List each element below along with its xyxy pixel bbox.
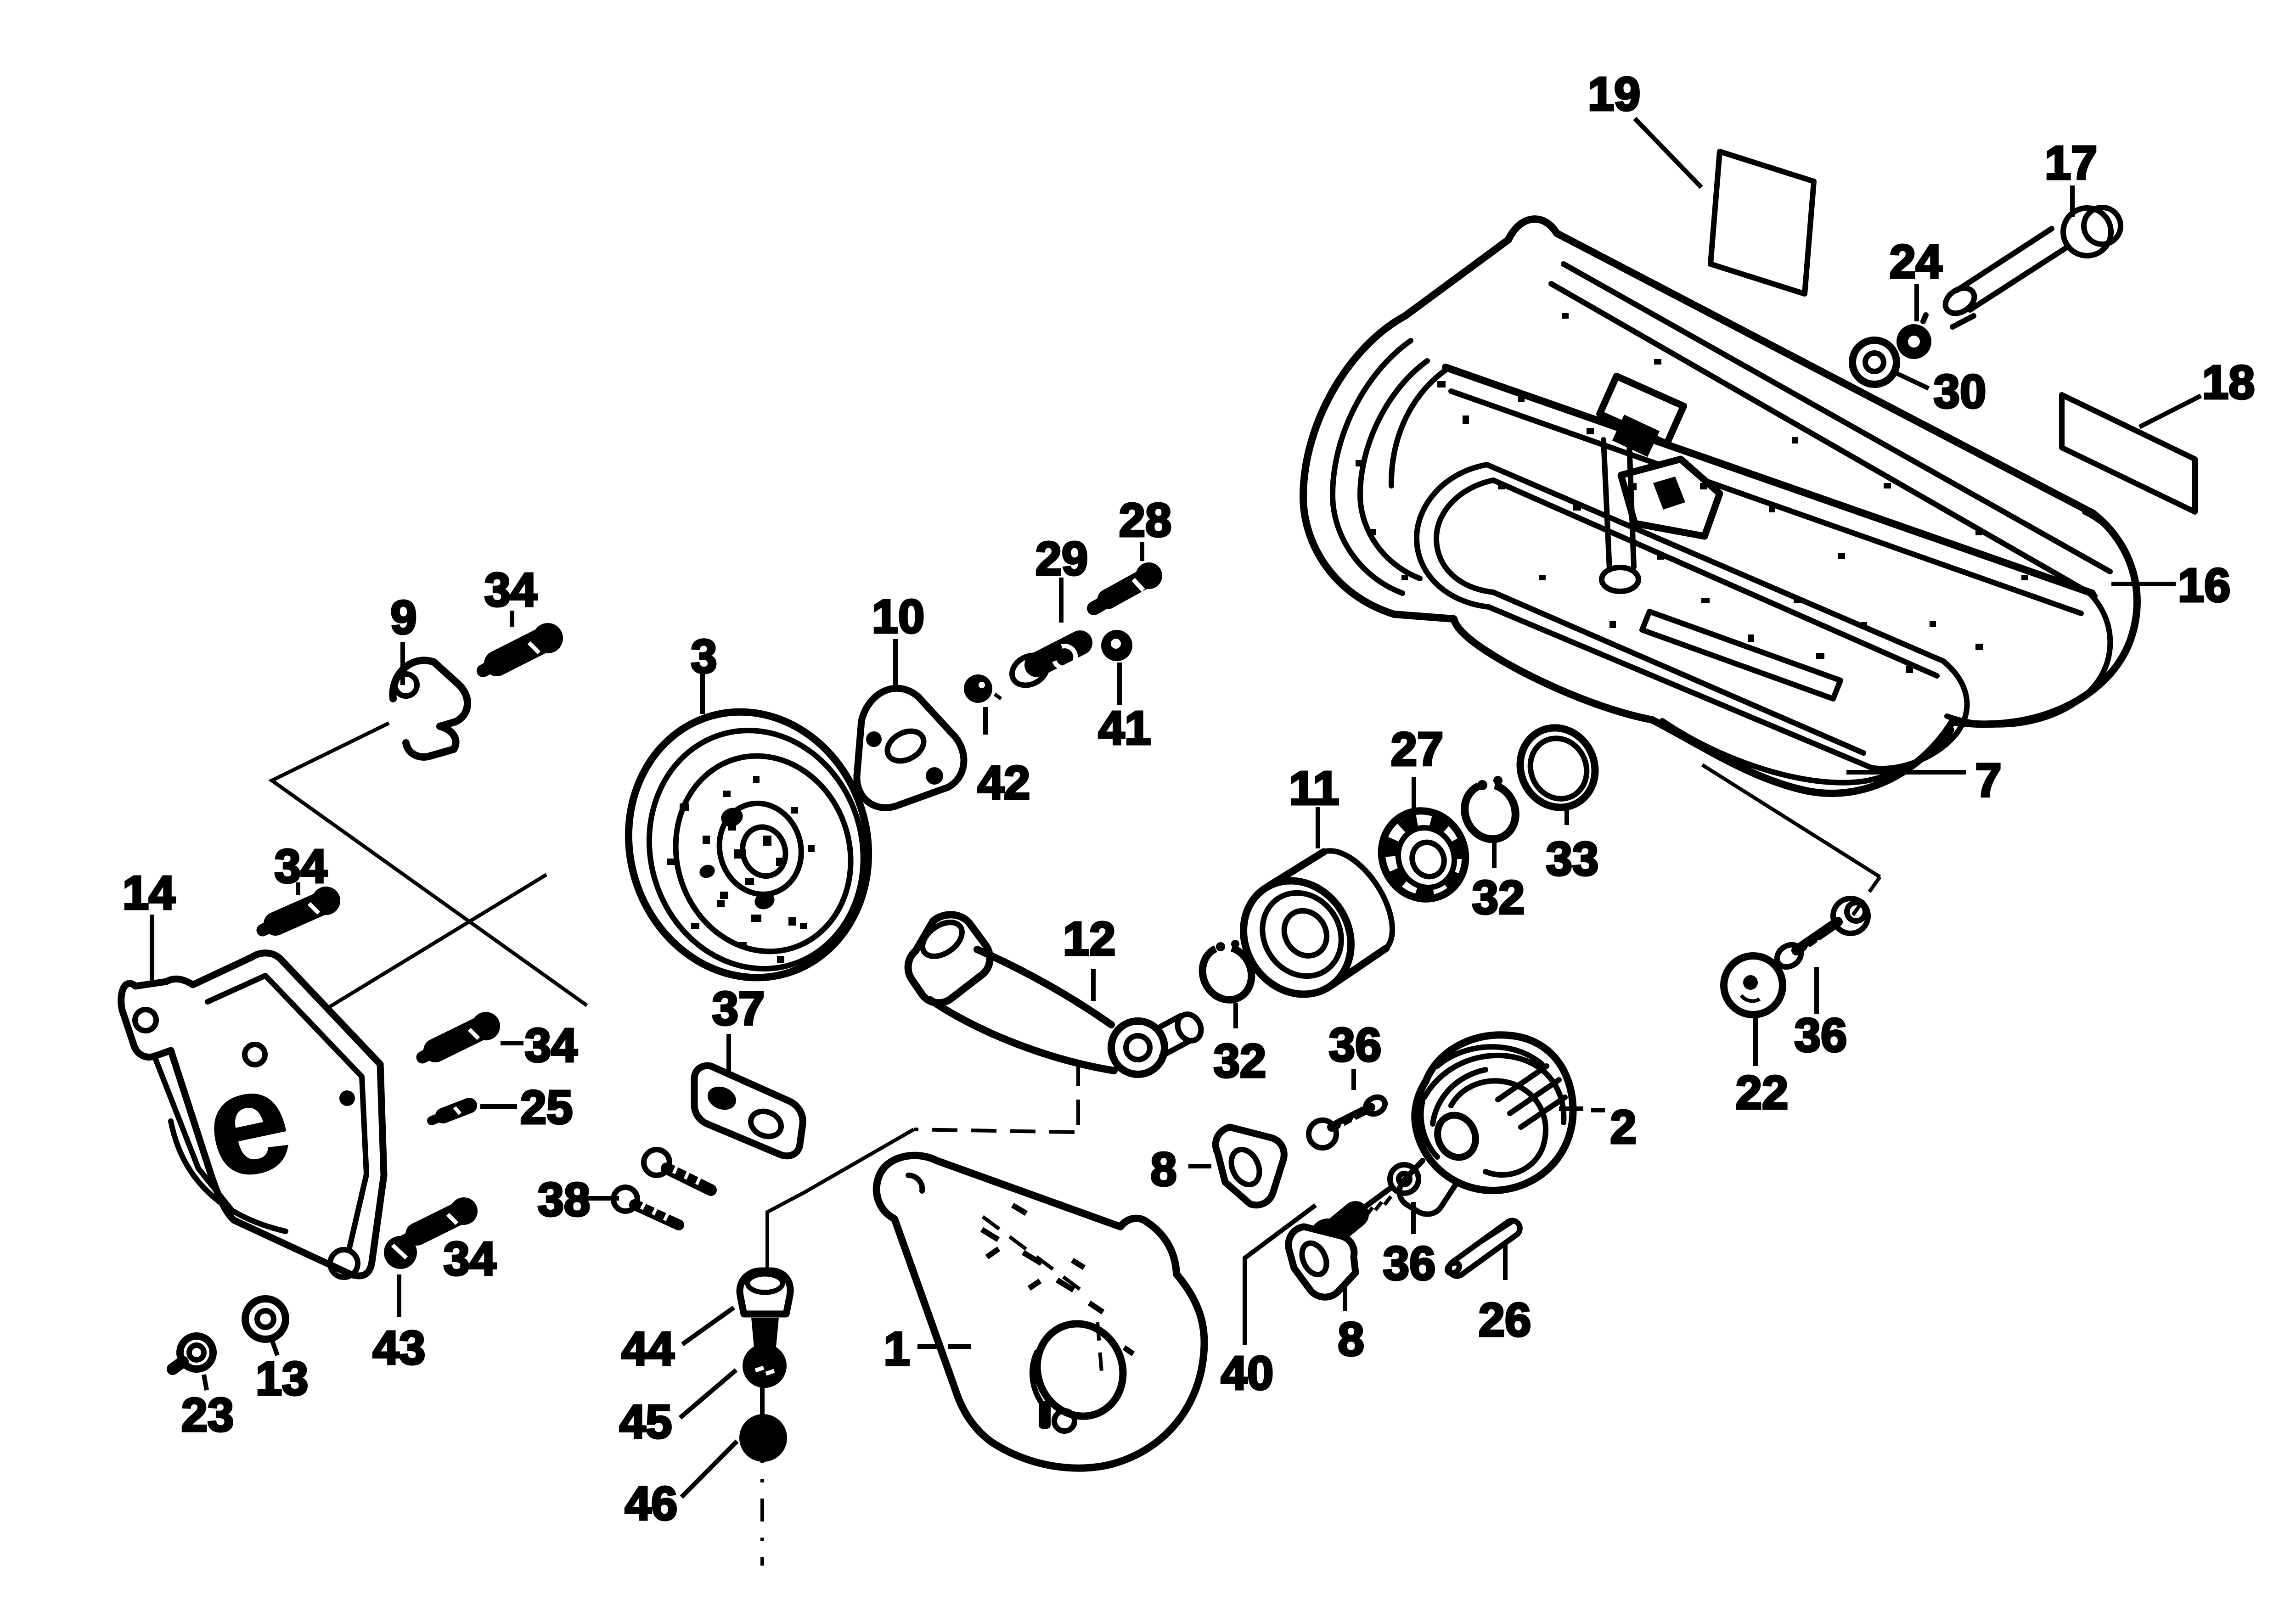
svg-text:27: 27 <box>1391 723 1444 775</box>
svg-text:7: 7 <box>1975 754 2001 807</box>
svg-text:23: 23 <box>181 1388 234 1441</box>
svg-text:13: 13 <box>256 1352 309 1405</box>
svg-text:10: 10 <box>872 590 925 643</box>
svg-text:2: 2 <box>1610 1100 1636 1153</box>
svg-text:26: 26 <box>1479 1293 1531 1346</box>
svg-text:34: 34 <box>275 840 327 893</box>
svg-text:16: 16 <box>2178 559 2231 612</box>
svg-text:36: 36 <box>1329 1018 1382 1071</box>
svg-text:14: 14 <box>123 866 175 919</box>
svg-text:44: 44 <box>622 1322 675 1375</box>
svg-text:33: 33 <box>1546 832 1599 885</box>
svg-text:9: 9 <box>390 591 416 644</box>
svg-text:12: 12 <box>1063 912 1116 965</box>
svg-text:25: 25 <box>520 1081 573 1134</box>
svg-text:32: 32 <box>1472 871 1525 924</box>
svg-text:19: 19 <box>1588 67 1641 120</box>
svg-text:11: 11 <box>1289 762 1339 814</box>
svg-text:36: 36 <box>1795 1009 1847 1061</box>
svg-text:34: 34 <box>525 1019 578 1072</box>
svg-text:37: 37 <box>712 982 765 1035</box>
svg-text:46: 46 <box>625 1477 678 1530</box>
svg-text:17: 17 <box>2045 136 2098 189</box>
svg-text:29: 29 <box>1035 532 1088 585</box>
svg-text:43: 43 <box>373 1321 426 1374</box>
svg-text:34: 34 <box>444 1232 496 1285</box>
svg-text:41: 41 <box>1098 702 1151 754</box>
svg-text:45: 45 <box>619 1395 672 1448</box>
svg-text:30: 30 <box>1934 365 1986 418</box>
svg-text:42: 42 <box>978 756 1030 809</box>
svg-text:36: 36 <box>1383 1237 1436 1290</box>
svg-text:8: 8 <box>1338 1313 1364 1365</box>
svg-text:40: 40 <box>1221 1347 1274 1399</box>
svg-text:3: 3 <box>691 630 717 683</box>
svg-text:18: 18 <box>2202 356 2255 409</box>
svg-text:24: 24 <box>1890 235 1942 288</box>
svg-text:38: 38 <box>538 1173 591 1226</box>
svg-text:8: 8 <box>1150 1143 1176 1196</box>
svg-text:1: 1 <box>884 1322 910 1375</box>
svg-text:32: 32 <box>1214 1034 1266 1087</box>
svg-text:28: 28 <box>1119 494 1172 546</box>
svg-text:34: 34 <box>484 563 537 616</box>
svg-text:22: 22 <box>1736 1066 1789 1119</box>
